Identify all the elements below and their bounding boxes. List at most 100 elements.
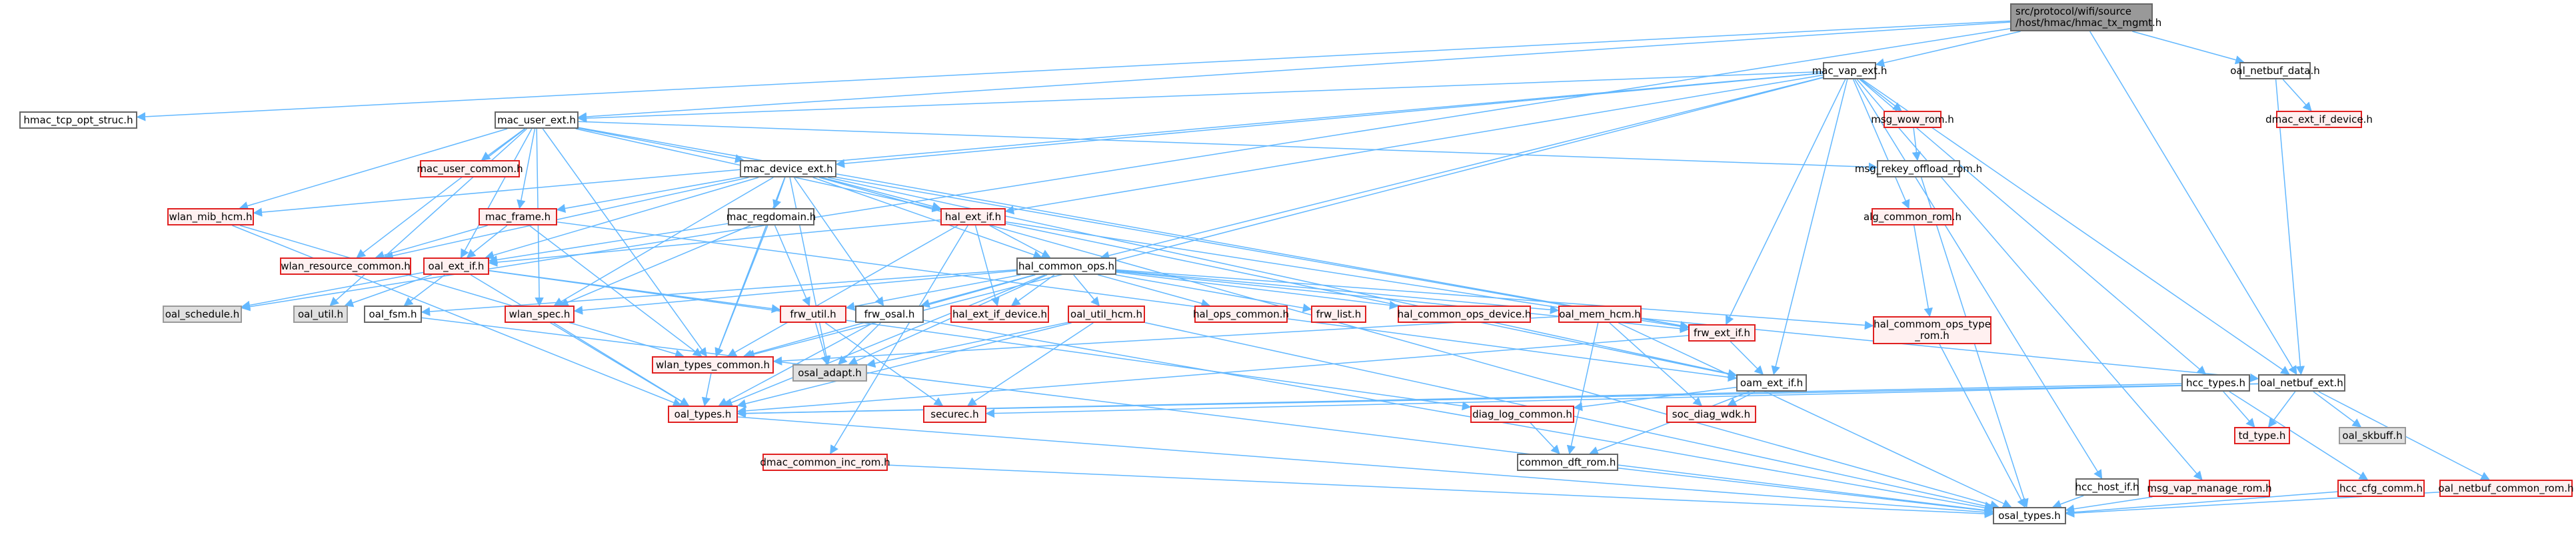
node-oal-netbuf-common-rom[interactable]: oal_netbuf_common_rom.h [2438, 480, 2574, 497]
node-msg-rekey-offload-rom[interactable]: msg_rekey_offload_rom.h [1855, 160, 1982, 177]
edge-oal-netbuf-ext-to-td-type [2267, 391, 2296, 428]
edge-oal-netbuf-ext-to-oal-skbuff [2313, 391, 2362, 428]
node-securec[interactable]: securec.h [923, 406, 986, 423]
edge-hcc-types-to-td-type [2223, 391, 2255, 428]
node-hcc-host-if[interactable]: hcc_host_if.h [2075, 478, 2139, 496]
node-oal-mem-hcm[interactable]: oal_mem_hcm.h [1558, 306, 1642, 323]
edge-wlan-mib-hcm-to-wlan-types-common [239, 225, 684, 359]
edge-oal-netbuf-data-to-oal-netbuf-ext [2275, 79, 2305, 376]
edge-mac-vap-ext-to-msg-wow-rom [1860, 79, 1902, 111]
node-dmac-common-inc-rom[interactable]: dmac_common_inc_rom.h [760, 454, 890, 471]
node-root[interactable]: src/protocol/wifi/source /host/hmac/hmac… [2010, 3, 2161, 31]
edge-oal-ext-if-to-oal-schedule [241, 272, 424, 310]
node-oal-netbuf-ext[interactable]: oal_netbuf_ext.h [2258, 374, 2345, 392]
node-oal-util-hcm[interactable]: oal_util_hcm.h [1068, 306, 1145, 323]
edge-oal-ext-if-to-oal-util [344, 274, 433, 308]
node-soc-diag-wdk[interactable]: soc_diag_wdk.h [1666, 406, 1756, 423]
edge-mac-regdomain-to-frw-util [774, 225, 810, 307]
edge-mac-vap-ext-to-wlan-mib-hcm [253, 72, 1824, 217]
edge-hal-common-ops-to-wlan-spec [573, 270, 1017, 315]
node-mac-device-ext[interactable]: mac_device_ext.h [740, 160, 836, 177]
node-frw-ext-if[interactable]: frw_ext_if.h [1688, 324, 1756, 342]
node-hmac-tcp-opt-struc[interactable]: hmac_tcp_opt_struc.h [19, 111, 137, 129]
node-hal-commom-ops-type-rom[interactable]: hal_commom_ops_type _rom.h [1873, 316, 1991, 344]
edge-oal-netbuf-ext-to-securec [985, 383, 2259, 418]
edge-hal-common-ops-to-oal-types [723, 274, 1046, 407]
node-hcc-cfg-comm[interactable]: hcc_cfg_comm.h [2337, 480, 2425, 497]
node-oal-util[interactable]: oal_util.h [293, 306, 348, 323]
node-frw-util[interactable]: frw_util.h [780, 306, 846, 323]
edge-mac-device-ext-to-frw-osal [793, 177, 884, 307]
node-msg-vap-manage-rom[interactable]: msg_vap_manage_rom.h [2147, 480, 2272, 497]
node-mac-user-common[interactable]: mac_user_common.h [417, 160, 523, 177]
edge-root-to-hmac-tcp-opt-struc [136, 20, 2011, 121]
node-diag-log-common[interactable]: diag_log_common.h [1470, 406, 1574, 423]
node-wlan-spec[interactable]: wlan_spec.h [505, 306, 575, 323]
edge-wlan-types-common-to-oal-types [701, 373, 712, 407]
node-wlan-mib-hcm[interactable]: wlan_mib_hcm.h [167, 208, 254, 225]
edge-diag-log-common-to-common-dft-rom [1530, 422, 1560, 454]
node-osal-types[interactable]: osal_types.h [1993, 507, 2066, 524]
edge-alg-common-rom-to-hal-commom-ops-type-rom [1914, 225, 1933, 318]
edge-mac-device-ext-to-hal-ext-if [821, 177, 942, 211]
node-oal-ext-if[interactable]: oal_ext_if.h [423, 257, 489, 275]
node-mac-user-ext[interactable]: mac_user_ext.h [495, 111, 579, 129]
node-frw-list[interactable]: frw_list.h [1311, 306, 1366, 323]
edge-root-to-oal-schedule [241, 28, 2011, 312]
node-oal-netbuf-data[interactable]: oal_netbuf_data.h [2230, 62, 2320, 79]
node-alg-common-rom[interactable]: alg_common_rom.h [1864, 208, 1961, 225]
node-td-type[interactable]: td_type.h [2234, 427, 2290, 444]
edge-hal-common-ops-to-frw-list [1115, 274, 1312, 313]
edge-msg-wow-rom-to-msg-rekey-offload-rom [1912, 127, 1922, 161]
edge-oal-mem-hcm-to-common-dft-rom [1566, 322, 1599, 455]
node-hal-ops-common[interactable]: hal_ops_common.h [1193, 306, 1289, 323]
node-hal-ext-if[interactable]: hal_ext_if.h [940, 208, 1006, 225]
node-common-dft-rom[interactable]: common_dft_rom.h [1517, 454, 1618, 471]
node-mac-regdomain[interactable]: mac_regdomain.h [726, 208, 816, 225]
edge-hal-common-ops-to-frw-util [845, 274, 1021, 311]
edge-frw-util-to-securec [824, 322, 944, 406]
edge-mac-vap-ext-to-hal-common-ops [1100, 77, 1824, 260]
edge-wlan-mib-hcm-to-oal-types [232, 225, 682, 407]
edge-mac-vap-ext-to-oal-netbuf-ext [1862, 79, 2290, 375]
edge-oal-types-to-osal-types [737, 416, 1994, 517]
edge-oal-util-hcm-to-oal-types [736, 322, 1072, 408]
node-mac-frame[interactable]: mac_frame.h [479, 208, 557, 225]
node-hal-common-ops[interactable]: hal_common_ops.h [1016, 257, 1116, 275]
node-osal-adapt[interactable]: osal_adapt.h [792, 364, 867, 382]
edge-hal-commom-ops-type-rom-to-osal-types [1939, 344, 2025, 508]
edge-mac-vap-ext-to-mac-device-ext [835, 72, 1824, 168]
node-oal-schedule[interactable]: oal_schedule.h [163, 306, 242, 323]
edge-hal-common-ops-to-hal-common-ops-device [1116, 272, 1399, 310]
node-dmac-ext-if-device[interactable]: dmac_ext_if_device.h [2265, 111, 2373, 128]
node-wlan-resource-common[interactable]: wlan_resource_common.h [280, 257, 411, 275]
edge-root-to-oal-netbuf-data [2132, 31, 2245, 65]
edge-mac-device-ext-to-wlan-spec [553, 177, 774, 306]
node-oal-skbuff[interactable]: oal_skbuff.h [2339, 427, 2406, 444]
edge-mac-vap-ext-to-wlan-types-common [745, 77, 1824, 359]
edge-frw-ext-if-to-oal-types [736, 335, 1689, 416]
edge-oal-mem-hcm-to-osal-types [1618, 322, 2012, 508]
edge-msg-vap-manage-rom-to-osal-types [2065, 496, 2153, 514]
edge-mac-user-ext-to-mac-user-common [481, 128, 525, 161]
edge-mac-frame-to-wlan-resource-common [375, 225, 488, 260]
edge-mac-user-ext-to-oal-ext-if [460, 128, 533, 259]
node-hcc-types[interactable]: hcc_types.h [2181, 374, 2250, 392]
node-msg-wow-rom[interactable]: msg_wow_rom.h [1871, 111, 1954, 128]
node-hal-common-ops-device[interactable]: hal_common_ops_device.h [1398, 306, 1531, 323]
edge-hal-common-ops-to-osal-adapt [848, 274, 1048, 366]
edge-hal-common-ops-to-hal-commom-ops-type-rom [1116, 269, 1874, 330]
node-mac-vap-ext[interactable]: mac_vap_ext.h [1812, 62, 1887, 79]
node-wlan-types-common[interactable]: wlan_types_common.h [652, 356, 774, 374]
edge-mac-vap-ext-to-oam-ext-if [1771, 79, 1848, 376]
node-oal-fsm[interactable]: oal_fsm.h [364, 306, 422, 323]
edge-mac-user-ext-to-frw-ext-if [578, 127, 1690, 330]
edge-mac-regdomain-to-wlan-spec [559, 225, 751, 307]
node-frw-osal[interactable]: frw_osal.h [855, 306, 924, 323]
node-oal-types[interactable]: oal_types.h [668, 406, 738, 423]
edge-wlan-spec-to-oal-types [553, 322, 690, 406]
edge-hal-common-ops-to-oal-mem-hcm [1116, 270, 1560, 315]
node-hal-ext-if-device[interactable]: hal_ext_if_device.h [950, 306, 1049, 323]
edge-hcc-host-if-to-osal-types [2051, 495, 2084, 509]
node-oam-ext-if[interactable]: oam_ext_if.h [1736, 374, 1807, 392]
